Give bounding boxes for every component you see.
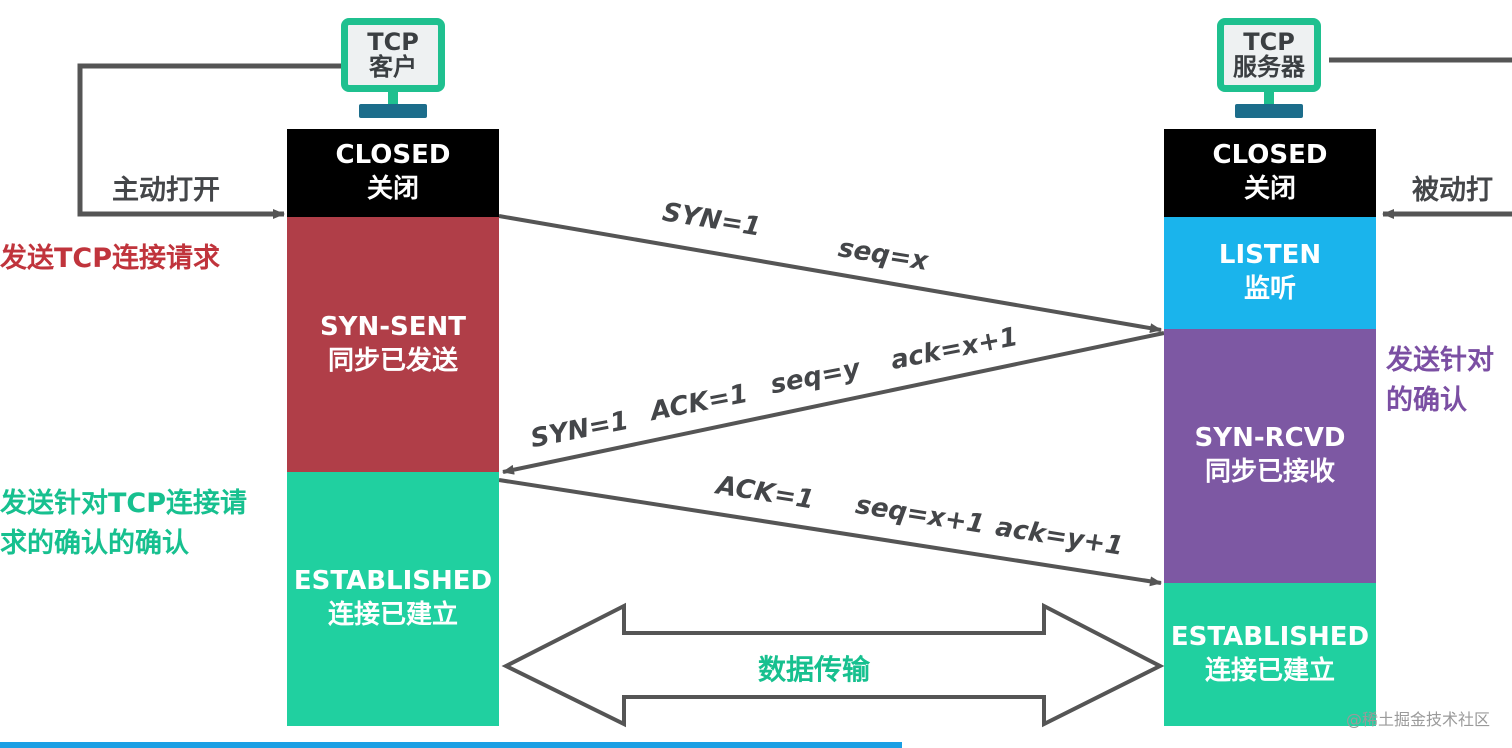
server-device-line1: TCP [1243,27,1295,56]
data-transfer-label: 数据传输 [758,653,871,686]
send-ack-label-line2: 的确认 [1386,385,1467,416]
state-name-zh: 同步已发送 [327,345,458,376]
data-transfer-double-arrow [501,602,1165,728]
client-device-line1: TCP [367,27,419,56]
client-device-line2: 客户 [369,53,417,81]
state-name-zh: 同步已接收 [1204,457,1335,487]
state-name-en: ESTABLISHED [293,566,493,597]
state-name-en: CLOSED [1212,140,1328,171]
server-device-line2: 服务器 [1233,53,1305,81]
monitor-neck [388,92,398,106]
server-state-listen: LISTEN 监听 [1164,217,1376,329]
send-request-label: 发送TCP连接请求 [0,243,221,274]
server-monitor-screen: TCP 服务器 [1217,18,1321,92]
monitor-neck [1264,92,1274,106]
client-state-established: ESTABLISHED 连接已建立 [287,472,499,726]
ack-of-ack-label-line1: 发送针对TCP连接请 [0,488,248,519]
state-name-en: SYN-RCVD [1194,423,1346,454]
syn-message-arrow [498,214,1162,334]
watermark: @稀土掘金技术社区 [1345,710,1490,729]
server-state-established: ESTABLISHED 连接已建立 [1164,583,1376,726]
passive-open-label: 被动打 [1412,175,1493,206]
state-name-en: ESTABLISHED [1170,621,1370,652]
state-name-en: LISTEN [1218,240,1322,271]
client-state-syn-sent: SYN-SENT 同步已发送 [287,217,499,472]
bottom-accent-bar [0,742,902,748]
syn-ack-message-arrow [502,331,1165,475]
state-name-zh: 关闭 [1243,174,1296,204]
client-monitor-screen: TCP 客户 [341,18,445,92]
active-open-bracket [77,63,341,219]
server-state-closed: CLOSED 关闭 [1164,129,1376,217]
client-monitor-icon: TCP 客户 [341,18,445,118]
state-name-zh: 连接已建立 [327,600,458,630]
state-name-zh: 连接已建立 [1204,655,1335,686]
state-name-en: SYN-SENT [319,311,467,342]
monitor-base [359,104,427,118]
ack-message-arrow [498,478,1162,587]
state-name-zh: 监听 [1243,274,1296,304]
monitor-base [1235,104,1303,118]
active-open-label: 主动打开 [112,175,220,206]
send-ack-label-line1: 发送针对 [1386,345,1494,376]
ack-of-ack-label-line2: 求的确认的确认 [0,528,189,559]
server-state-syn-rcvd: SYN-RCVD 同步已接收 [1164,329,1376,583]
state-name-en: CLOSED [335,140,451,171]
server-monitor-icon: TCP 服务器 [1217,18,1321,118]
client-state-closed: CLOSED 关闭 [287,129,499,217]
state-name-zh: 关闭 [366,174,419,204]
